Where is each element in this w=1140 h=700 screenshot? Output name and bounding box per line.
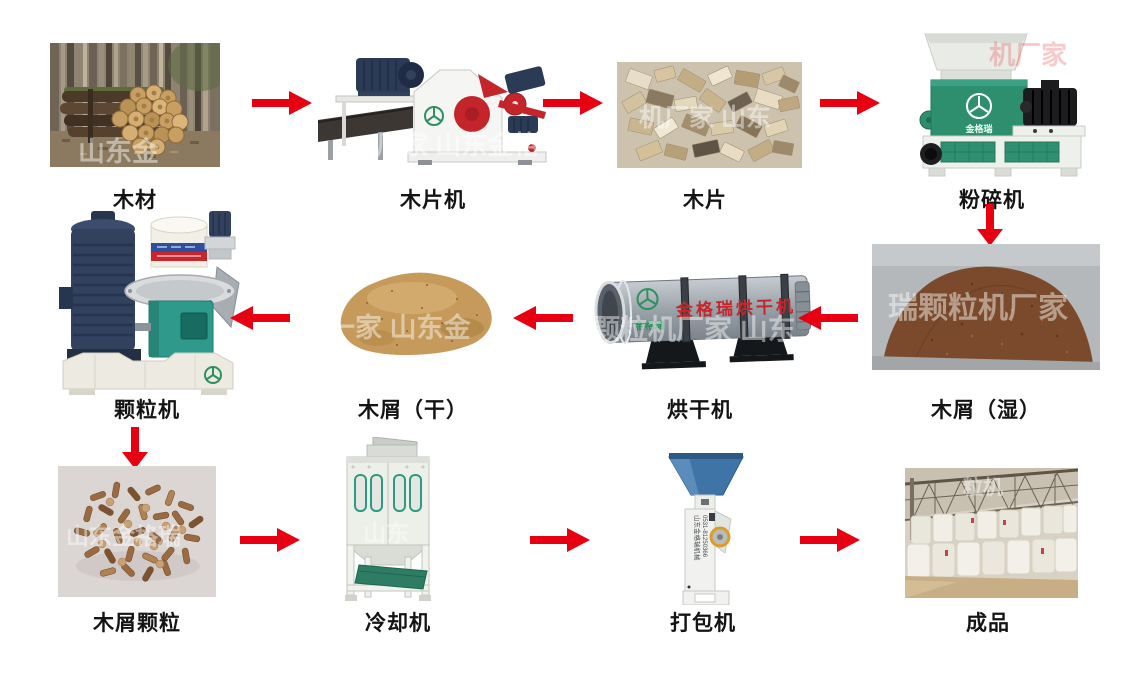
gear-logo-icon	[204, 366, 222, 384]
cooler-windows	[354, 474, 422, 512]
gear-logo-icon	[424, 106, 444, 126]
gear-logo-icon	[966, 93, 992, 119]
flow-arrow-down-icon	[977, 204, 1003, 246]
machine-cooler: 山东	[333, 437, 443, 602]
watermark-text: 粒机	[963, 475, 1003, 499]
flow-arrow-right-icon	[240, 527, 300, 553]
pile-dry-sawdust: 一家 山东金	[322, 253, 507, 368]
log-pile	[60, 84, 189, 156]
flow-arrow-left-icon	[513, 305, 573, 331]
chipper-motor-right	[498, 66, 546, 133]
gear-logo-icon	[636, 288, 659, 311]
label-cooler: 冷却机	[365, 612, 431, 635]
label-pellet-mill: 颗粒机	[114, 399, 180, 422]
flow-arrow-left-icon	[230, 305, 290, 331]
flow-arrow-right-icon	[800, 527, 860, 553]
photo-wood-chips: 机厂家 山东	[617, 62, 802, 168]
brand-text: 金格瑞	[633, 319, 664, 333]
watermark-text: 机厂家 山东	[639, 103, 771, 132]
machine-baler: 山东金格瑞机械 0531-81250366	[665, 453, 747, 605]
flow-arrow-left-icon	[798, 305, 858, 331]
brand-text: 金格瑞	[964, 123, 992, 134]
crusher-motor	[1020, 80, 1077, 126]
roof-truss	[905, 468, 1078, 521]
watermark-text: 厂家 山东金格	[376, 130, 540, 160]
label-product: 成品	[966, 612, 1010, 635]
photo-wood-pellets: 山东金格瑞	[58, 466, 216, 597]
machine-crusher: 金格瑞 机厂家	[895, 28, 1090, 178]
baler-company-text: 山东金格瑞机械	[693, 515, 702, 561]
pellet-mill-top-motor	[204, 211, 236, 260]
watermark-text: 山东金格瑞	[66, 523, 181, 549]
watermark-text: 颗粒机厂家 山东	[592, 313, 796, 345]
label-chipper: 木片机	[400, 189, 466, 212]
pellets-pile	[73, 481, 204, 582]
watermark-text: 山东	[363, 520, 409, 546]
label-wood: 木材	[113, 189, 157, 212]
label-dryer: 烘干机	[667, 399, 733, 422]
photo-finished-product: 粒机	[905, 468, 1078, 598]
flow-arrow-right-icon	[820, 90, 880, 116]
label-dry-sawdust: 木屑（干）	[358, 399, 468, 422]
chips-scatter	[621, 65, 801, 163]
flow-arrow-right-icon	[530, 527, 590, 553]
label-chips: 木片	[683, 189, 727, 212]
watermark-text: 一家 山东金	[328, 312, 472, 343]
watermark-text: 瑞颗粒机厂家	[888, 291, 1068, 325]
machine-rotary-dryer: 金格瑞 金格瑞烘干机 颗粒机厂家 山东	[590, 247, 830, 375]
dryer-rings	[680, 273, 791, 343]
baler-phone-text: 0531-81250366	[701, 515, 707, 558]
flow-arrow-down-icon	[122, 427, 148, 469]
pellet-mill-hopper	[150, 216, 208, 268]
label-wet-sawdust: 木屑（湿）	[931, 399, 1041, 422]
flow-arrow-right-icon	[252, 90, 312, 116]
machine-pellet-mill	[55, 203, 240, 395]
cooler-vibrating-tray	[354, 564, 428, 590]
watermark-text: 机厂家	[989, 40, 1067, 70]
label-crusher: 粉碎机	[959, 189, 1025, 212]
watermark-text: 山东金	[78, 136, 160, 167]
dryer-drum-text: 金格瑞烘干机	[675, 296, 797, 320]
machine-wood-chipper: 厂家 山东金格	[318, 40, 548, 165]
label-pellets: 木屑颗粒	[93, 612, 181, 635]
label-baler: 打包机	[670, 612, 736, 635]
flow-arrow-right-icon	[543, 90, 603, 116]
pellet-mill-base	[62, 352, 234, 390]
photo-wood-logs: 山东金	[50, 43, 220, 167]
photo-wet-sawdust: 瑞颗粒机厂家	[872, 244, 1100, 370]
bag-stacks	[906, 504, 1078, 579]
chipper-motor-left	[356, 58, 424, 96]
mesh-panels	[940, 141, 1060, 163]
